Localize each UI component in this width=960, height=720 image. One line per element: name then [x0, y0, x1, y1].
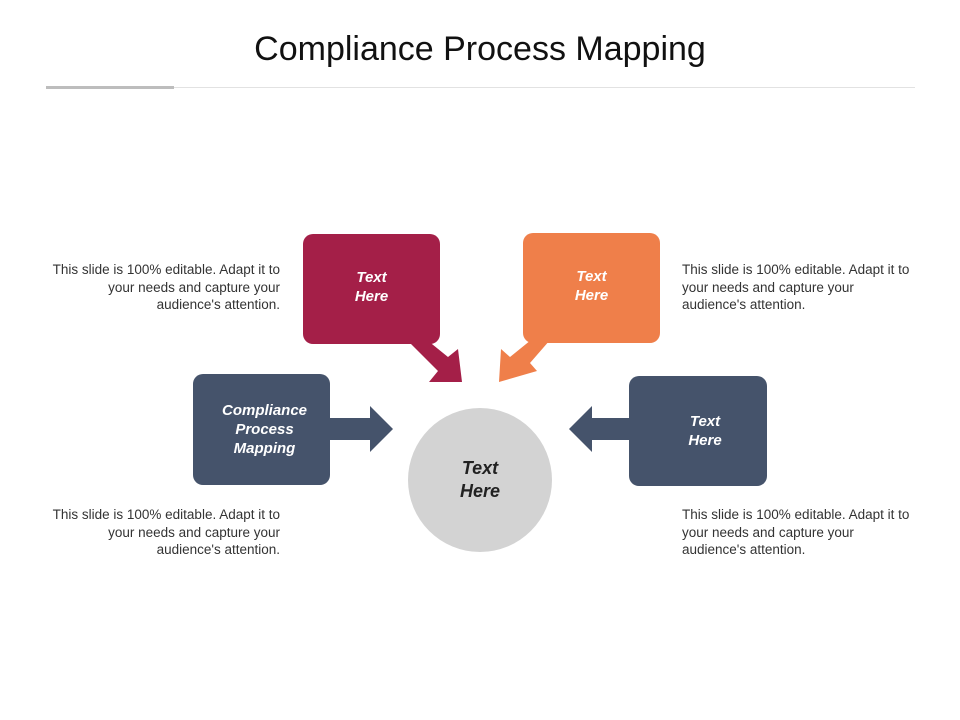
title-divider: [46, 87, 915, 88]
arrow-right: [569, 406, 632, 452]
arrow-top-right: [499, 340, 550, 382]
arrow-left: [328, 406, 393, 452]
box-top-left: [303, 234, 440, 344]
description-top-right: This slide is 100% editable. Adapt it to…: [682, 262, 910, 312]
arrow-top-left: [408, 340, 462, 382]
box-top-right: [523, 233, 660, 343]
slide-title: Compliance Process Mapping: [254, 30, 706, 68]
description-bottom-left: This slide is 100% editable. Adapt it to…: [52, 507, 280, 557]
center-circle: [408, 408, 552, 552]
box-right: [629, 376, 767, 486]
box-right-label: Text Here: [688, 413, 722, 449]
box-left-label: Compliance Process Mapping: [221, 402, 308, 457]
box-top-left-label: Text Here: [354, 269, 389, 305]
title-divider-accent: [46, 86, 174, 89]
description-top-left: This slide is 100% editable. Adapt it to…: [52, 262, 280, 312]
description-bottom-right: This slide is 100% editable. Adapt it to…: [682, 507, 910, 557]
center-label: Text Here: [459, 458, 501, 501]
box-top-right-label: Text Here: [574, 268, 609, 304]
box-left: [193, 374, 330, 485]
